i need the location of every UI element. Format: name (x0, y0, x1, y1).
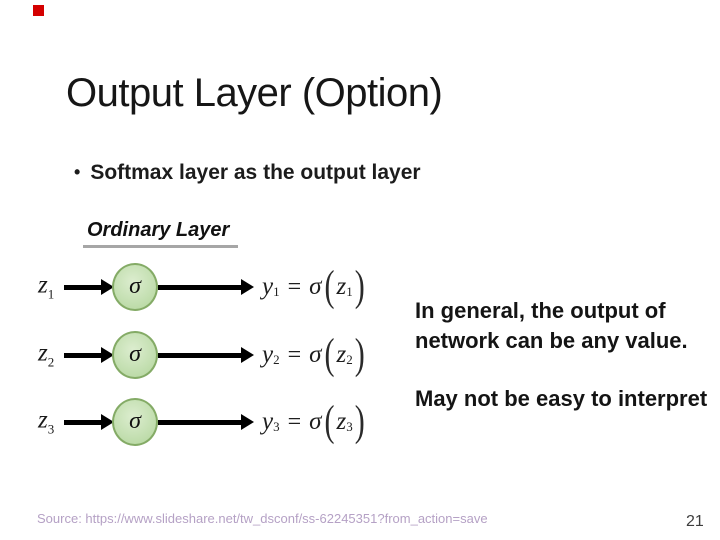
eq-input-var: z (336, 273, 347, 300)
neuron-node: σ (112, 263, 158, 311)
input-var: z (38, 271, 48, 299)
output-index: 2 (273, 352, 280, 367)
sigma-symbol: σ (129, 408, 141, 434)
note-text: In general, the output of network can be … (415, 296, 688, 356)
output-index: 3 (273, 419, 280, 434)
input-var: z (38, 339, 48, 367)
input-label: z2 (38, 340, 54, 371)
bullet-icon: • (74, 162, 81, 182)
eq-input-var: z (336, 341, 347, 368)
page-number: 21 (686, 513, 704, 530)
close-paren: ) (354, 330, 365, 379)
sigma-symbol: σ (129, 341, 141, 367)
input-index: 2 (47, 354, 55, 370)
output-var: y (262, 341, 274, 368)
output-var: y (262, 273, 274, 300)
section-heading: Ordinary Layer (87, 219, 230, 241)
close-paren: ) (354, 262, 365, 311)
input-index: 1 (47, 286, 55, 302)
input-index: 3 (47, 421, 55, 437)
eq-input-var: z (336, 408, 347, 435)
close-paren: ) (354, 397, 365, 446)
neuron-node: σ (112, 398, 158, 446)
eq-input-index: 2 (346, 352, 353, 367)
arrow-right-icon (158, 414, 254, 430)
input-label: z1 (38, 272, 54, 303)
bullet-text: Softmax layer as the output layer (90, 161, 421, 184)
output-var: y (262, 408, 274, 435)
input-label: z3 (38, 407, 54, 438)
eq-input-index: 3 (346, 419, 353, 434)
note-secondary: May not be easy to interpret (415, 386, 708, 411)
equals-sign: = (287, 408, 302, 435)
equals-sign: = (287, 273, 302, 300)
heading-underline (83, 245, 238, 248)
equals-sign: = (287, 341, 302, 368)
note-line-2: network can be any value. (415, 328, 688, 353)
sigma-symbol: σ (129, 273, 141, 299)
sigma-symbol: σ (309, 273, 322, 300)
arrow-right-icon (64, 347, 114, 363)
bullet-item: • Softmax layer as the output layer (74, 158, 421, 187)
open-paren: ( (324, 330, 335, 379)
slide-title: Output Layer (Option) (66, 71, 443, 115)
sigma-symbol: σ (309, 408, 322, 435)
arrow-right-icon (64, 279, 114, 295)
output-index: 1 (273, 284, 280, 299)
arrow-right-icon (64, 414, 114, 430)
neuron-node: σ (112, 331, 158, 379)
eq-input-index: 1 (346, 284, 353, 299)
sigma-symbol: σ (309, 341, 322, 368)
red-corner-marker (33, 5, 44, 16)
arrow-right-icon (158, 347, 254, 363)
arrow-right-icon (158, 279, 254, 295)
open-paren: ( (324, 262, 335, 311)
note-line-1: In general, the output of (415, 298, 666, 323)
source-link[interactable]: Source: https://www.slideshare.net/tw_ds… (37, 511, 488, 526)
open-paren: ( (324, 397, 335, 446)
input-var: z (38, 406, 48, 434)
